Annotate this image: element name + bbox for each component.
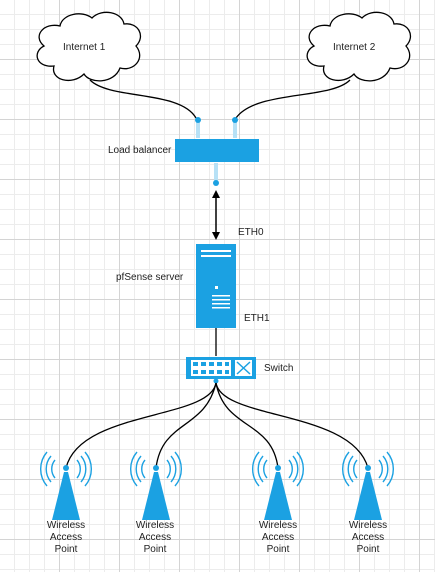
switch-label: Switch: [264, 363, 294, 374]
eth0-label: ETH0: [238, 227, 264, 238]
eth1-label: ETH1: [244, 313, 270, 324]
internet-1-label: Internet 1: [63, 42, 106, 53]
access-point-3-label: Wireless Access Point: [258, 520, 298, 555]
internet-1-cloud-icon: [36, 11, 141, 82]
pfsense-server-icon: [196, 244, 236, 328]
internet-2-cloud-icon: [306, 11, 411, 82]
access-point-2-icon: [130, 451, 182, 520]
internet-2-link: [235, 79, 351, 119]
access-point-3-icon: [252, 451, 304, 520]
access-point-1-icon: [40, 451, 92, 520]
access-point-2-label: Wireless Access Point: [135, 520, 175, 555]
internet-1-link: [89, 79, 197, 119]
access-point-4-icon: [342, 451, 394, 520]
load-balancer-label: Load balancer: [108, 145, 172, 156]
access-point-4-label: Wireless Access Point: [348, 520, 388, 555]
switch-icon: [186, 357, 256, 384]
internet-2-label: Internet 2: [333, 42, 376, 53]
ap-links: [65, 382, 369, 469]
load-balancer-icon: [175, 117, 259, 186]
pfsense-server-label: pfSense server: [116, 272, 184, 283]
access-point-1-label: Wireless Access Point: [46, 520, 86, 555]
